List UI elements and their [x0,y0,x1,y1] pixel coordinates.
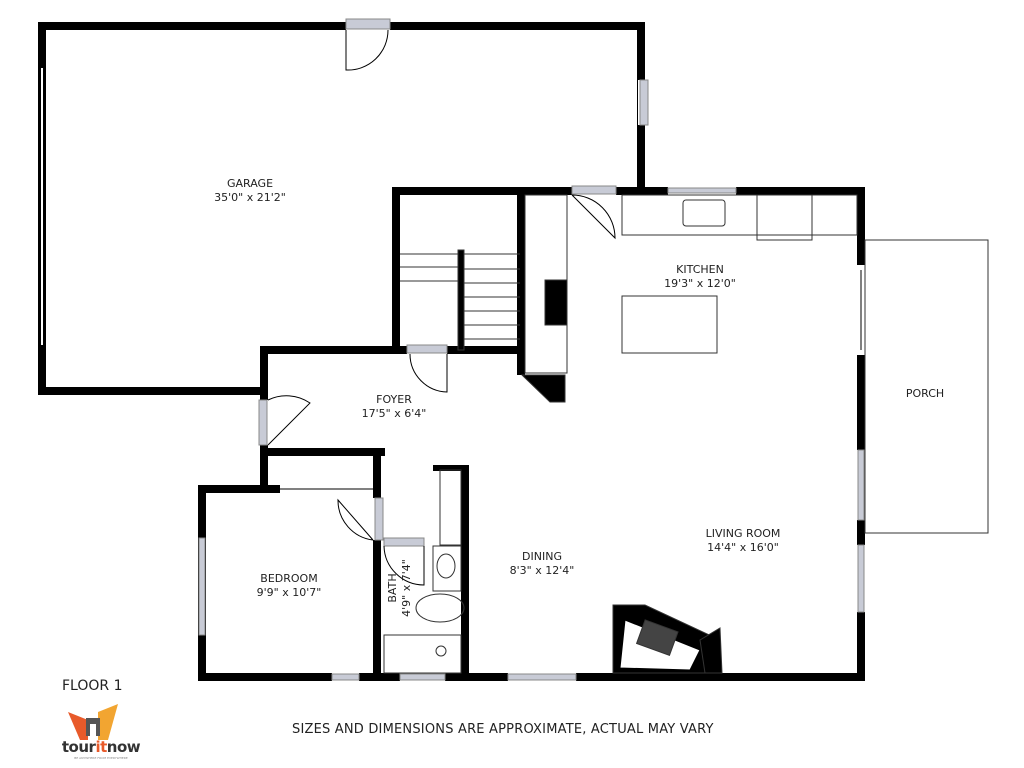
kitchen-counter-top [621,194,858,236]
sink-bath-icon [436,553,456,579]
room-name: KITCHEN [676,263,724,276]
room-name: LIVING ROOM [705,527,781,540]
room-size: 35'0" x 21'2" [214,191,286,204]
stove-icon [544,279,568,326]
vanity [432,545,462,592]
room-size: 14'4" x 16'0" [707,541,779,554]
logo-text: touritnow [61,738,141,756]
room-name: FOYER [376,393,412,406]
bathtub [383,634,462,674]
porch-outline [864,239,989,534]
fixtures [383,194,989,674]
floor-label: FLOOR 1 [62,678,123,694]
logo-tagline: BE ANYWHERE FROM EVERYWHERE [74,756,128,760]
room-size: 9'9" x 10'7" [256,586,322,599]
stairs [400,249,520,351]
room-name: BATH [386,573,399,603]
room-label-porch: PORCH [906,387,944,401]
room-name: PORCH [905,387,945,400]
room-size: 8'3" x 12'4" [509,564,575,577]
touritnow-logo-mark [68,704,118,740]
room-name: DINING [522,550,562,563]
doors [267,29,862,586]
windows [198,18,865,681]
toilet-icon [415,593,465,623]
room-name: GARAGE [226,177,274,190]
fridge [756,195,813,241]
bath-closet [439,469,462,546]
room-size: 4'9" x 7'4" [400,559,413,617]
room-size: 17'5" x 6'4" [361,407,427,420]
kitchen-island [621,295,718,354]
room-size: 19'3" x 12'0" [664,277,736,290]
pantry-wall [520,374,566,403]
touritnow-logo: touritnow BE ANYWHERE FROM EVERYWHERE [56,738,146,760]
sink-icon [682,199,726,227]
disclaimer: SIZES AND DIMENSIONS ARE APPROXIMATE, AC… [292,722,714,737]
drain-icon [435,645,447,657]
room-name: BEDROOM [260,572,318,585]
walls [38,22,865,681]
